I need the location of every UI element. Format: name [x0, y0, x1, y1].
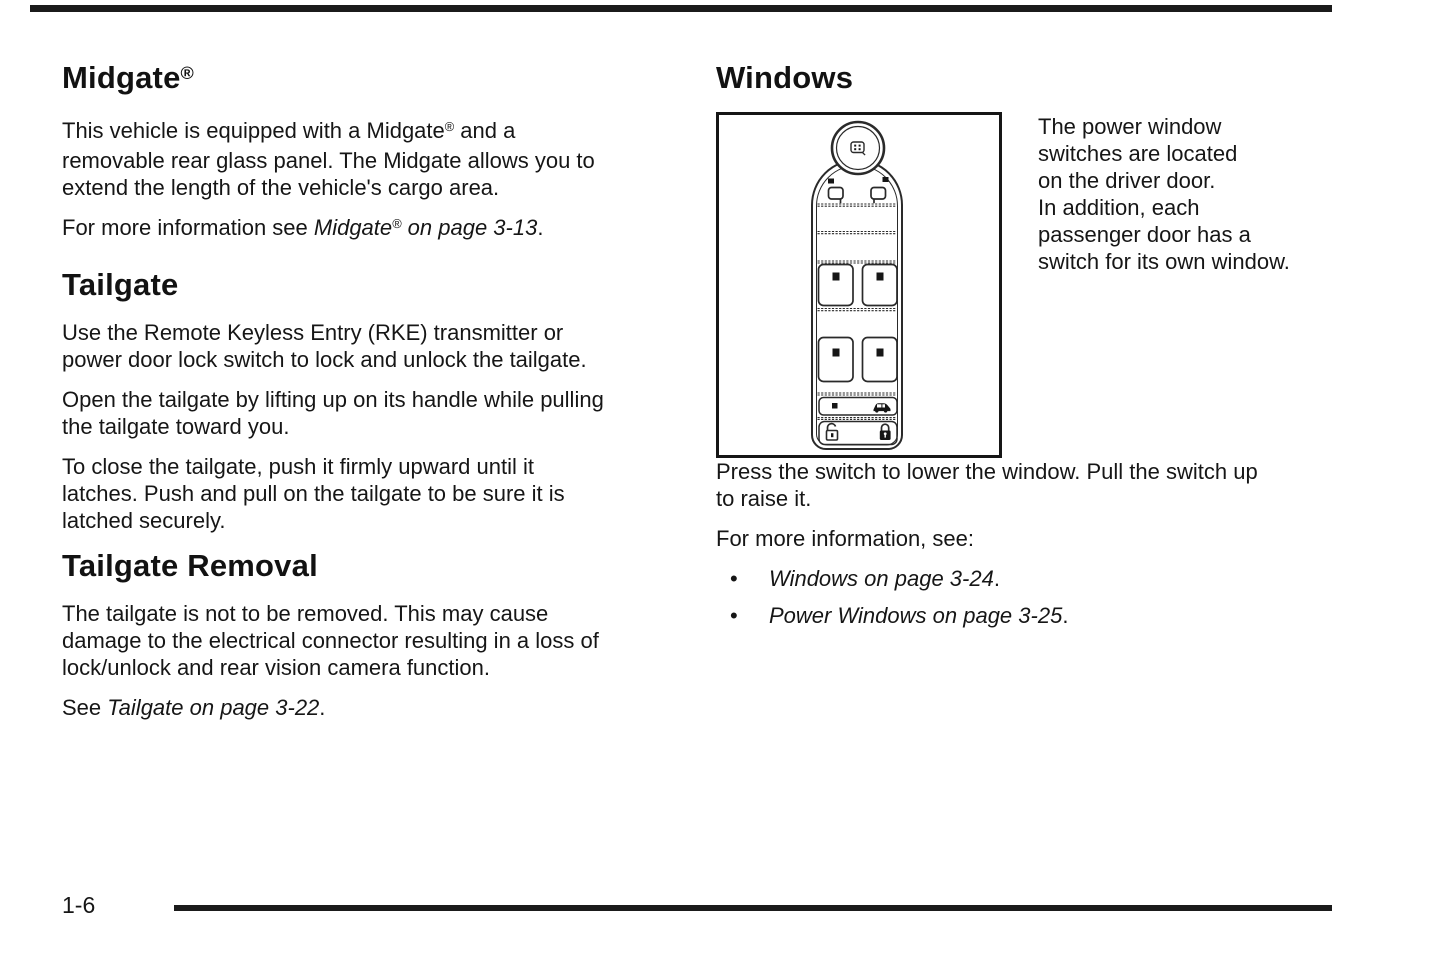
mirror-adjust-knob: [830, 120, 886, 176]
list-item: • Windows on page 3-24.: [716, 565, 1338, 592]
heading-windows: Windows: [716, 60, 854, 95]
right-indicator-dot: [882, 177, 889, 182]
tailgate-paragraph-1: Use the Remote Keyless Entry (RKE) trans…: [62, 320, 587, 372]
windows-paragraph-2: For more information, see:: [716, 526, 974, 551]
left-indicator-dot: [828, 178, 834, 184]
cross-reference: Windows on page 3-24: [769, 566, 994, 591]
unlock-icon: [825, 422, 839, 441]
registered-mark: ®: [180, 62, 194, 83]
registered-mark: ®: [444, 119, 455, 135]
list-item: • Power Windows on page 3-25.: [716, 602, 1338, 629]
heading-midgate: Midgate®: [62, 59, 668, 101]
power-window-switch-drawing: [716, 112, 1002, 458]
cross-reference: Power Windows on page 3-25: [769, 603, 1063, 628]
right-mirror-icon: [870, 186, 887, 204]
tailgate-removal-paragraph-2: See Tailgate on page 3-22.: [62, 695, 326, 720]
windows-illustration-caption: The power window switches are located on…: [1038, 114, 1290, 274]
lock-icon: [879, 423, 891, 440]
heading-tailgate: Tailgate: [62, 267, 179, 302]
bullet-icon: •: [730, 603, 738, 628]
page-bottom-rule: [174, 905, 1332, 911]
heading-midgate-text: Midgate: [62, 60, 181, 95]
tailgate-paragraph-3: To close the tailgate, push it firmly up…: [62, 454, 565, 533]
midgate-paragraph-1: This vehicle is equipped with a Midgate®…: [62, 118, 595, 200]
page-top-rule: [30, 5, 1332, 12]
windows-paragraph-1: Press the switch to lower the window. Pu…: [716, 459, 1258, 511]
right-column: Windows: [716, 59, 1338, 629]
front-window-switch-icons: [817, 263, 898, 307]
mirror-adjust-knob-icon: [850, 141, 866, 156]
tailgate-paragraph-2: Open the tailgate by lifting up on its h…: [62, 387, 604, 439]
bullet-icon: •: [730, 566, 738, 591]
door-lock-row: [818, 420, 898, 446]
cross-reference: Midgate: [313, 215, 393, 240]
midgate-paragraph-2: For more information see Midgate® on pag…: [62, 215, 544, 240]
cross-reference: Tailgate on page 3-22: [107, 695, 320, 720]
windows-figure-row: The power window switches are located on…: [716, 112, 1338, 458]
rear-window-switch-icons: [817, 336, 898, 383]
window-lockout-icon: [818, 396, 898, 416]
tailgate-removal-paragraph-1: The tailgate is not to be removed. This …: [62, 601, 599, 680]
vehicle-icon: [873, 403, 891, 413]
page-number: 1-6: [62, 892, 96, 918]
registered-mark: ®: [392, 216, 402, 232]
panel-divider-lines: [817, 203, 897, 420]
windows-reference-list: • Windows on page 3-24. • Power Windows …: [716, 565, 1338, 629]
left-column: Midgate® This vehicle is equipped with a…: [62, 59, 668, 734]
heading-tailgate-removal: Tailgate Removal: [62, 548, 318, 583]
power-window-switch-illustration: [716, 112, 1002, 458]
cross-reference: on page 3-13: [401, 215, 538, 240]
left-mirror-icon: [827, 186, 844, 204]
